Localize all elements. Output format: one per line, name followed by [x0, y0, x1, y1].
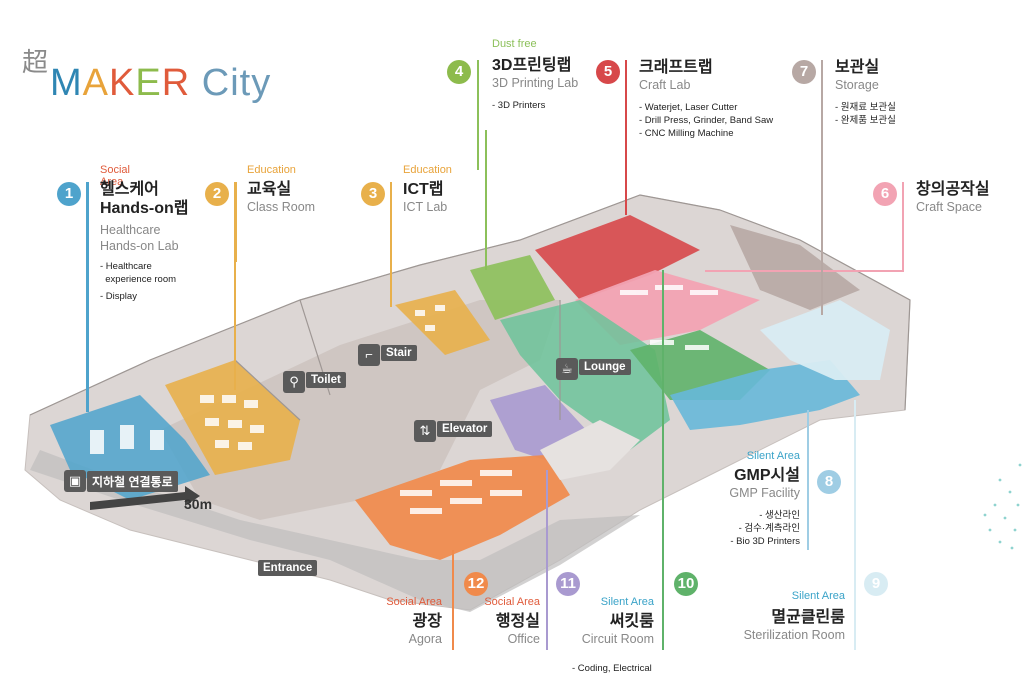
distance-label: 30m [184, 496, 213, 512]
room-items: - 원재료 보관실 - 완제품 보관실 [835, 102, 896, 126]
room-name-en: GMP Facility [729, 486, 800, 500]
room-name-ko: 써킷룸 [609, 613, 654, 630]
tag-stair: Stair [381, 345, 417, 361]
room-number-badge: 10 [674, 572, 698, 596]
room-name-ko-2: Hands-on랩 [100, 200, 189, 217]
room-name-en: Storage [835, 78, 879, 92]
area-label: Social Area [100, 164, 130, 188]
room-items: - Waterjet, Laser Cutter - Drill Press, … [639, 102, 774, 139]
room-number-badge: 11 [556, 572, 580, 596]
callout-line-3dprint [485, 130, 487, 270]
room-number-badge: 7 [792, 60, 816, 84]
tag-subway: 지하철 연결통로 [87, 471, 178, 492]
stair-icon: ⌐ [358, 344, 380, 366]
room-ict [395, 290, 490, 355]
callout-line-craftspace-h [705, 270, 903, 272]
room-name-ko: 멸균클린룸 [771, 609, 845, 626]
area-label: Education [403, 164, 452, 176]
room-items: - 3D Printers [492, 100, 546, 111]
room-name-en: ICT Lab [403, 200, 448, 214]
room-name-en: Healthcare [100, 223, 161, 237]
room-sterile [760, 300, 890, 380]
elevator-icon: ⇅ [414, 420, 436, 442]
area-label: Social Area [484, 596, 540, 608]
callout-line [821, 60, 823, 315]
callout-line [390, 182, 392, 307]
room-craft [535, 215, 700, 300]
room-number-badge: 9 [864, 572, 888, 596]
callout-line [546, 470, 548, 650]
room-name-en: Sterilization Room [743, 628, 845, 642]
room-name-en: Office [507, 632, 540, 646]
callout-line [902, 182, 904, 272]
room-items: - Healthcare experience room - Display [100, 261, 177, 302]
room-items: - 생산라인 - 검수·계측라인 - Bio 3D Printers [730, 510, 800, 547]
room-name-ko: ICT랩 [403, 181, 444, 198]
lounge-deck [540, 420, 640, 480]
room-number-badge: 2 [205, 182, 229, 206]
room-agora [355, 455, 570, 560]
subway-arrow [90, 486, 200, 510]
lower-walkway [30, 450, 640, 612]
room-number-badge: 6 [873, 182, 897, 206]
room-name-ko: 광장 [412, 613, 442, 630]
room-name-ko: GMP시설 [734, 467, 800, 484]
callout-line [86, 182, 89, 412]
tag-lounge: Lounge [579, 359, 631, 375]
callout-line [452, 550, 454, 650]
decor-dots [983, 463, 1022, 550]
callout-line [234, 182, 237, 262]
room-name-en: Craft Lab [639, 78, 691, 92]
tag-elevator: Elevator [437, 421, 493, 437]
area-label: Social Area [386, 596, 442, 608]
area-label: Education [247, 164, 296, 176]
callout-line [854, 400, 856, 650]
room-name-ko: 교육실 [247, 181, 292, 198]
callout-line [477, 60, 479, 170]
callout-line-classroom [234, 260, 236, 390]
room-craftspace [575, 270, 760, 345]
callout-line [662, 270, 664, 650]
area-label: Silent Area [746, 450, 800, 462]
room-lounge [500, 300, 670, 450]
room-name-en: Circuit Room [581, 632, 654, 646]
room-name-en: Agora [408, 632, 442, 646]
tag-toilet: Toilet [306, 372, 346, 388]
room-3dprint [470, 255, 555, 320]
callout-line [807, 410, 809, 550]
room-storage [730, 225, 860, 310]
room-name-ko: 행정실 [495, 613, 540, 630]
makercity-logo: 超 MAKER City [22, 40, 270, 110]
toilet-icon: ⚲ [283, 371, 305, 393]
room-items: - Coding, Electrical [572, 663, 652, 674]
tag-entrance: Entrance [258, 560, 318, 576]
room-classroom [165, 360, 300, 475]
desk-group [90, 285, 718, 514]
room-number-badge: 4 [447, 60, 471, 84]
subway-icon: ▣ [64, 470, 86, 492]
logo-wordmark: MAKER City [50, 62, 272, 104]
room-name-en-2: Hands-on Lab [100, 239, 179, 253]
room-number-badge: 1 [57, 182, 81, 206]
area-label: Silent Area [791, 590, 845, 602]
room-gmp [670, 360, 860, 430]
room-name-en: Craft Space [916, 200, 983, 214]
room-name-ko: 보관실 [835, 59, 880, 76]
room-name-ko: 3D프린팅랩 [492, 57, 572, 74]
area-label: Dust free [492, 38, 537, 50]
room-name-ko: 헬스케어 [100, 181, 159, 198]
room-number-badge: 5 [596, 60, 620, 84]
room-name-en: Class Room [247, 200, 316, 214]
logo-chao: 超 [22, 48, 49, 78]
area-label: Silent Area [600, 596, 654, 608]
room-number-badge: 12 [464, 572, 488, 596]
room-number-badge: 8 [817, 470, 841, 494]
room-name-ko: 창의공작실 [916, 181, 990, 198]
coffee-icon: ☕ [556, 358, 578, 380]
room-name-ko: 크래프트랩 [639, 59, 713, 76]
room-number-badge: 3 [361, 182, 385, 206]
room-name-en: 3D Printing Lab [492, 76, 579, 90]
callout-line [625, 60, 627, 215]
